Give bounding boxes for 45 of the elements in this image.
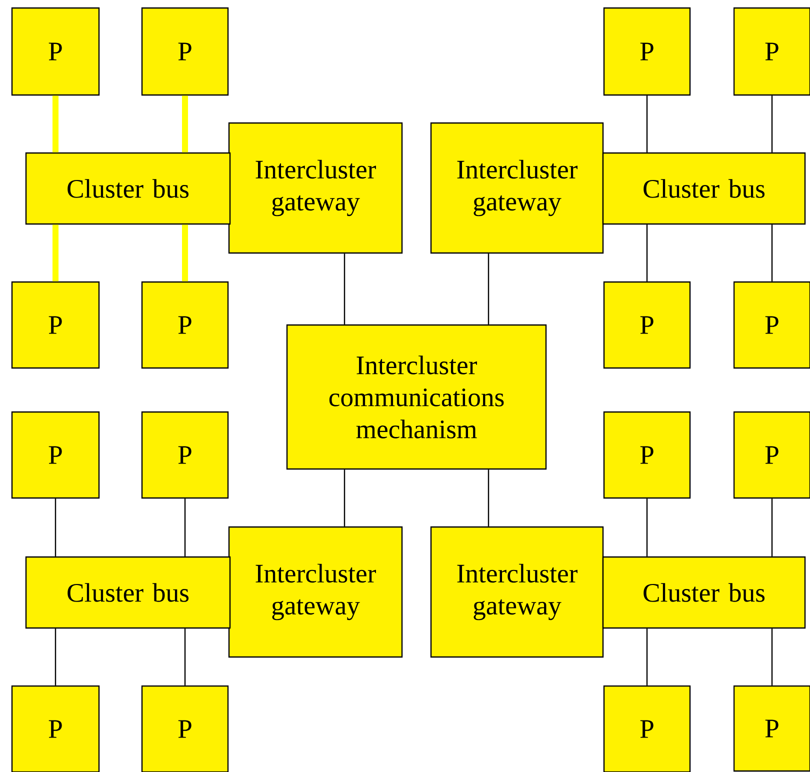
labeled-box: Cluster bus [25,556,231,629]
labeled-box: P [141,281,229,369]
labeled-box: P [733,281,810,369]
labeled-box: Intercluster gateway [430,122,604,254]
connector-line [344,254,346,324]
connector-line [771,628,773,686]
connector-line [52,96,58,152]
labeled-box: P [733,685,810,772]
labeled-box: P [11,685,100,772]
labeled-box: P [11,281,100,369]
connector-line [646,628,648,686]
labeled-box: Cluster bus [602,556,806,629]
labeled-box: P [733,411,810,499]
connector-line [54,498,56,556]
connector-line [54,628,56,686]
labeled-box: P [141,411,229,499]
connector-line [182,96,188,152]
labeled-box: P [11,7,100,96]
connector-line [182,224,188,282]
connector-line [344,470,346,526]
connector-line [646,498,648,556]
connector-line [184,498,186,556]
labeled-box: Cluster bus [602,152,806,225]
connector-line [771,498,773,556]
connector-line [184,628,186,686]
labeled-box: P [603,7,691,96]
connector-line [771,224,773,282]
labeled-box: P [733,7,810,96]
labeled-box: P [603,281,691,369]
connector-line [771,96,773,152]
connector-line [488,254,490,324]
labeled-box: Intercluster gateway [228,122,403,254]
connector-line [52,224,58,282]
labeled-box: Intercluster communications mechanism [286,324,547,470]
labeled-box: P [141,685,229,772]
labeled-box: P [141,7,229,96]
labeled-box: P [11,411,100,499]
labeled-box: Intercluster gateway [228,526,403,658]
connector-line [646,224,648,282]
connector-line [488,470,490,526]
labeled-box: P [603,685,691,772]
labeled-box: Intercluster gateway [430,526,604,658]
labeled-box: P [603,411,691,499]
connector-line [646,96,648,152]
labeled-box: Cluster bus [25,152,231,225]
